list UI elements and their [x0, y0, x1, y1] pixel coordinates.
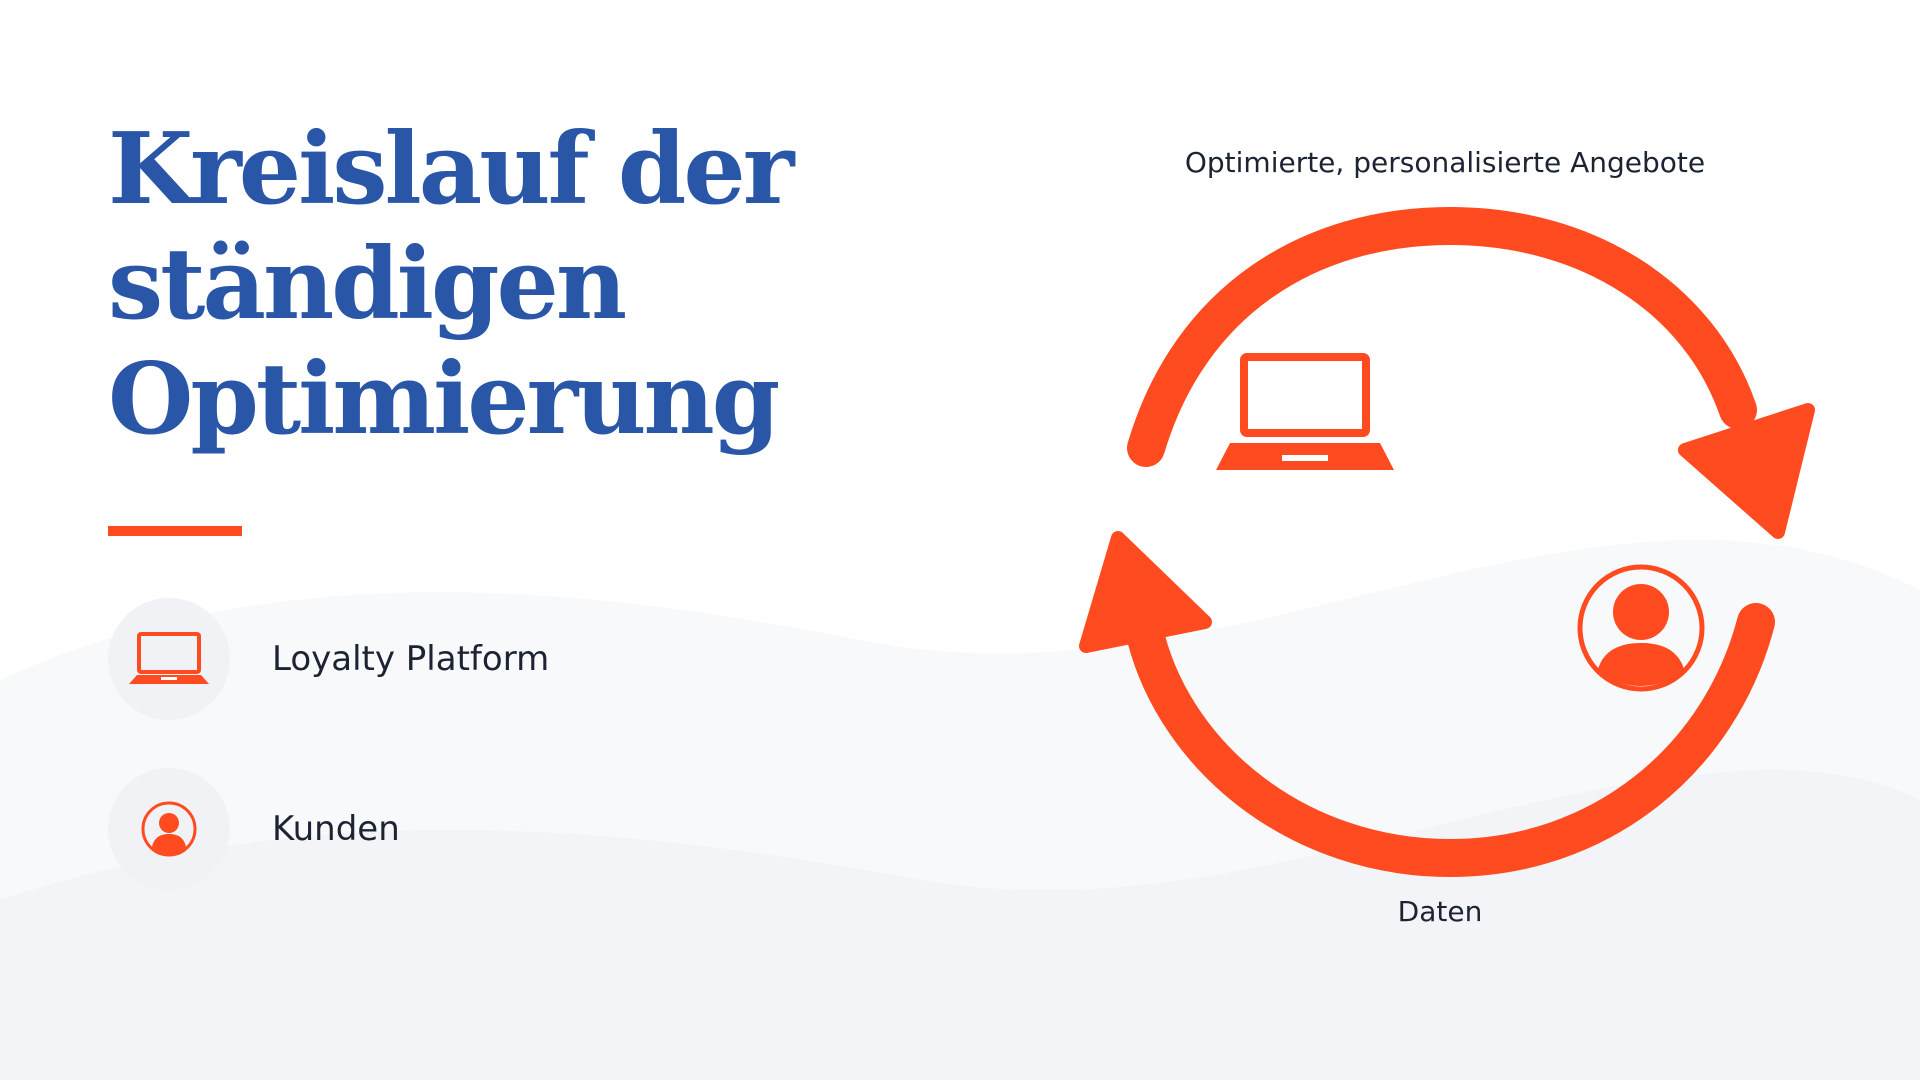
page-title: Kreislauf der ständigen Optimierung [108, 112, 868, 457]
legend-label: Loyalty Platform [272, 639, 550, 679]
title-line-1: Kreislauf der [108, 112, 794, 227]
cycle-arrow-bottom-head [1079, 531, 1212, 653]
cycle-user-icon [1577, 564, 1705, 692]
accent-divider [108, 526, 242, 536]
cycle-arrow-top-arc [1127, 206, 1757, 467]
cycle-diagram [1079, 206, 1815, 878]
laptop-icon [129, 632, 209, 684]
legend-item-loyalty-platform: Loyalty Platform [108, 598, 549, 720]
legend-icon-bubble [108, 598, 230, 720]
legend-icon-bubble [108, 768, 230, 890]
cycle-laptop-icon [1216, 353, 1394, 470]
cycle-label-offers: Optimierte, personalisierte Angebote [1184, 146, 1706, 179]
user-icon [141, 801, 197, 857]
cycle-arrow-top-head [1678, 403, 1815, 539]
title-line-2: ständigen [108, 227, 627, 342]
title-line-3: Optimierung [108, 342, 780, 457]
legend-item-kunden: Kunden [108, 768, 400, 890]
cycle-label-data: Daten [1397, 895, 1483, 928]
cycle-arrow-bottom-arc [1127, 603, 1775, 878]
legend-label: Kunden [272, 809, 400, 849]
